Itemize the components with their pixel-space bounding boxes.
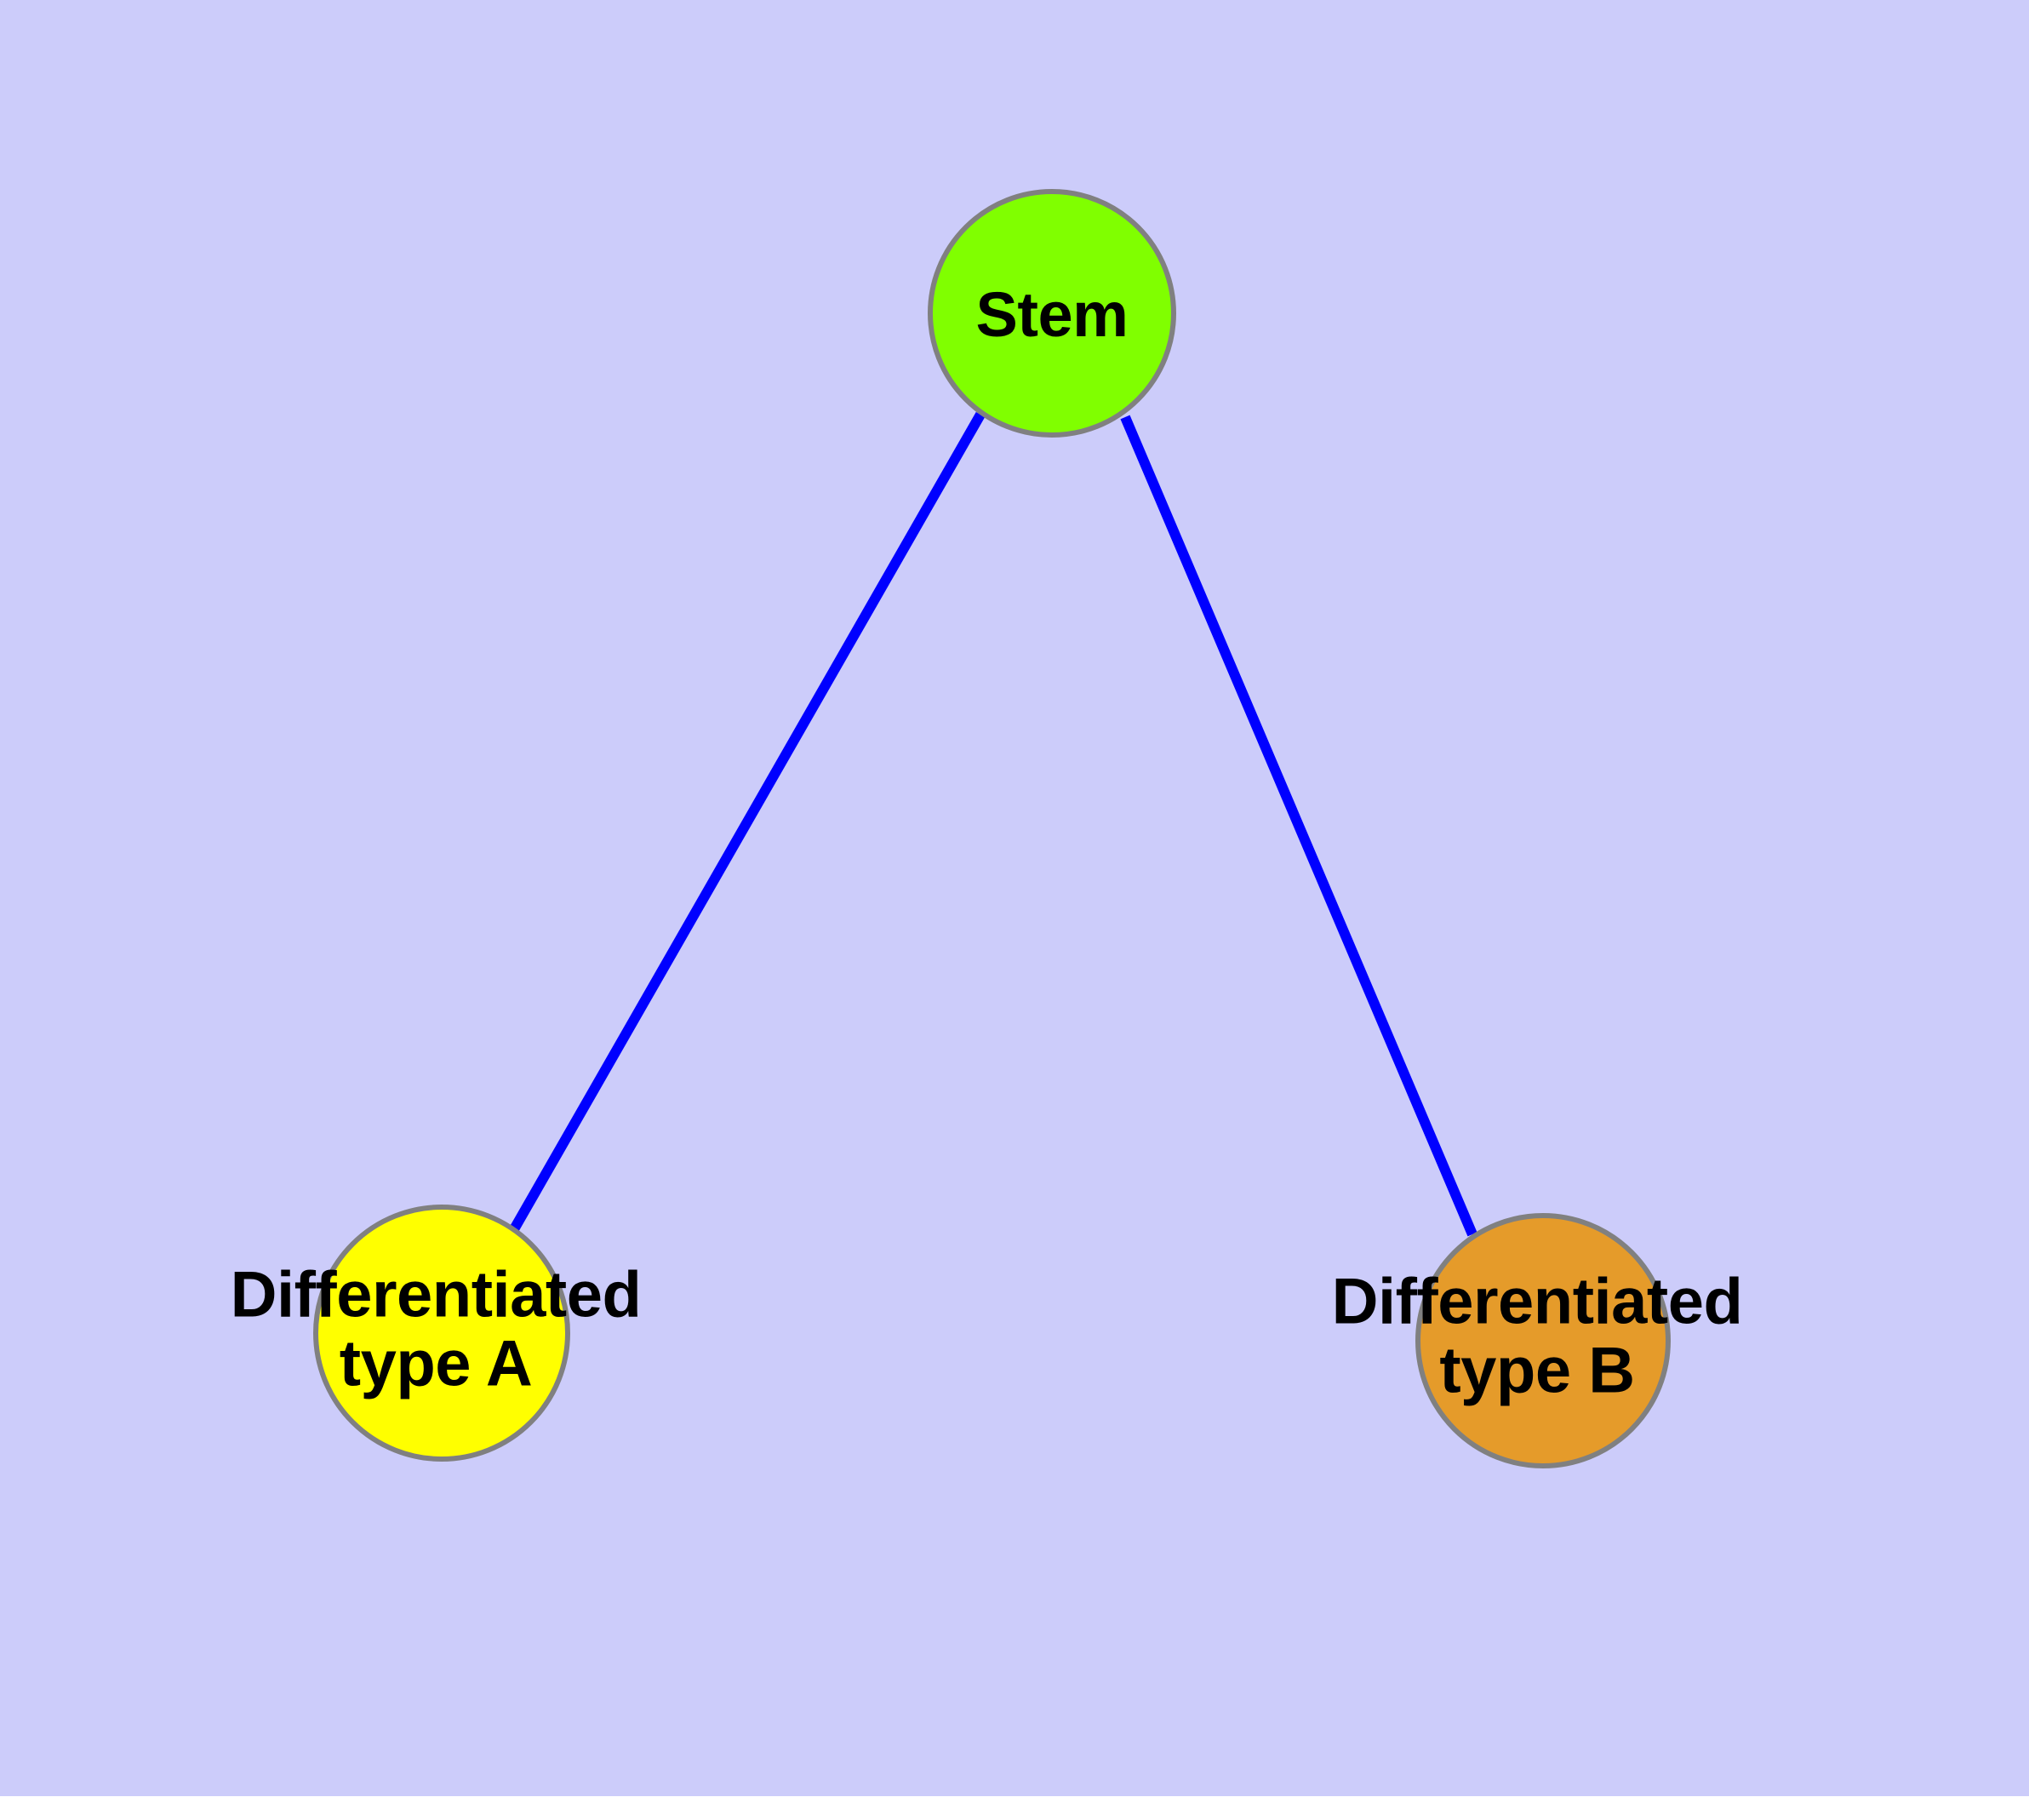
edge-layer bbox=[509, 412, 1477, 1237]
node-layer bbox=[313, 189, 1671, 1468]
node-diff-b[interactable] bbox=[1415, 1213, 1671, 1468]
edge-stem-to-diff-b bbox=[1120, 415, 1477, 1237]
edge-stem-to-diff-a bbox=[509, 412, 986, 1232]
node-stem[interactable] bbox=[928, 189, 1176, 438]
node-diff-a[interactable] bbox=[313, 1205, 570, 1462]
